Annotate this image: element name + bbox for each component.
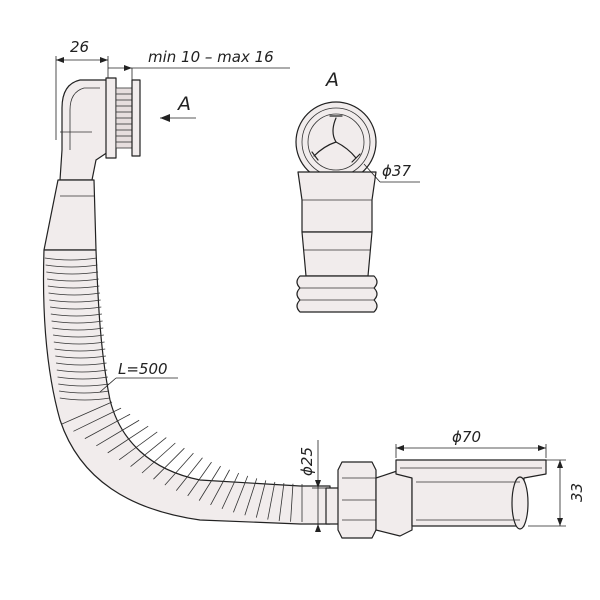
hose-ribs-horizontal <box>61 401 303 522</box>
hose-rib <box>61 401 113 425</box>
hose-rib <box>50 313 103 317</box>
dim-inlet-diameter: ϕ37 <box>382 162 411 180</box>
dim-trap-height: 33 <box>568 483 586 502</box>
hose-rib <box>56 369 108 373</box>
corrugated-hose <box>42 249 331 525</box>
hose-rib <box>45 264 98 268</box>
hose-rib <box>141 442 176 474</box>
hose-rib <box>175 457 203 491</box>
hose-rib <box>53 341 105 345</box>
hose-rib <box>198 465 221 501</box>
dim-hose-length: L=500 <box>118 360 168 378</box>
hose-rib <box>57 376 108 380</box>
dim-thickness-range: min 10 – max 16 <box>148 48 274 66</box>
hose-rib <box>58 383 109 387</box>
hose-rib <box>278 483 285 521</box>
hose-rib <box>46 271 99 275</box>
hose-rib <box>153 447 185 480</box>
hose-rib <box>58 390 110 394</box>
dim-flange-width: 26 <box>70 38 89 56</box>
hose-rib <box>52 327 104 331</box>
hose-rib <box>59 397 110 401</box>
view-section-label: A <box>324 69 339 91</box>
hose-rib <box>84 413 131 439</box>
hose-rib <box>73 407 122 432</box>
hose-rib <box>107 425 149 454</box>
hose-rib <box>48 292 101 296</box>
hose-rib <box>233 475 249 513</box>
hose-rib <box>164 452 194 486</box>
dim-trap-diameter: ϕ70 <box>452 428 481 446</box>
hose-rib <box>51 320 103 324</box>
hose-rib <box>47 278 99 282</box>
trap-assembly <box>325 459 547 539</box>
hose-rib <box>53 334 104 338</box>
overflow-elbow <box>43 77 141 251</box>
grate-icon <box>311 115 361 163</box>
hose-rib <box>54 348 106 352</box>
hose-rib <box>50 306 102 310</box>
hose-rib <box>221 472 240 510</box>
hose-rib <box>49 299 101 303</box>
hose-rib <box>47 285 100 289</box>
hose-rib <box>44 257 97 261</box>
hose-rib <box>244 478 258 516</box>
dim-pipe-diameter: ϕ25 <box>298 447 316 476</box>
view-arrow-label: A <box>176 93 191 115</box>
dimension-lines <box>55 56 566 532</box>
hose-rib <box>210 469 230 506</box>
hose-rib <box>130 437 167 467</box>
hose-rib <box>267 481 276 520</box>
hose-rib <box>96 419 140 447</box>
hose-rib <box>55 355 106 359</box>
hose-rib <box>187 461 212 497</box>
hose-ribs <box>44 257 110 401</box>
hose-rib <box>255 480 267 518</box>
view-a-detail <box>295 101 378 313</box>
hose-rib <box>118 431 158 461</box>
hose-rib <box>55 362 107 366</box>
hose-rib <box>290 483 294 522</box>
